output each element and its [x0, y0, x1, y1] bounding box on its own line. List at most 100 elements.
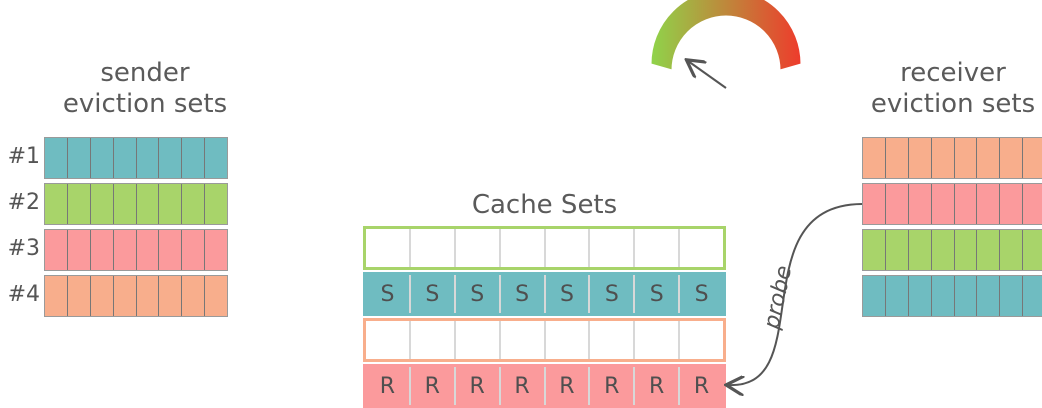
- receiver-title-line2: eviction sets: [870, 89, 1036, 119]
- receiver-set-cell: [909, 276, 932, 316]
- receiver-set-cell: [955, 184, 978, 224]
- receiver-eviction-set-3: [862, 229, 1042, 271]
- receiver-set-cell: [863, 184, 886, 224]
- sender-set-cell: [137, 276, 160, 316]
- sender-set-cell: [45, 230, 68, 270]
- receiver-set-cell: [932, 230, 955, 270]
- sender-set-cell: [91, 276, 114, 316]
- receiver-set-cell: [886, 276, 909, 316]
- cache-cell: S: [501, 275, 546, 313]
- cache-cell: [411, 229, 456, 267]
- receiver-title-line1: receiver: [900, 58, 1006, 88]
- cache-cell: [635, 321, 681, 359]
- receiver-set-cell: [1000, 230, 1024, 270]
- cache-cell: [635, 229, 681, 267]
- sender-eviction-set-4: [44, 275, 228, 317]
- receiver-set-cell: [886, 138, 909, 178]
- sender-set-cell: [114, 276, 137, 316]
- sender-set-cell: [159, 138, 183, 178]
- cache-cell: S: [411, 275, 456, 313]
- receiver-eviction-set-1: [862, 137, 1042, 179]
- receiver-set-cell: [886, 230, 909, 270]
- cache-cell: S: [694, 281, 709, 307]
- sender-set-cell: [91, 138, 114, 178]
- receiver-set-cell: [932, 276, 955, 316]
- receiver-set-cell: [977, 230, 1001, 270]
- cache-cell: R: [635, 367, 681, 405]
- cache-cell: R: [501, 367, 546, 405]
- receiver-set-cell: [909, 184, 932, 224]
- sender-set-cell: [137, 138, 160, 178]
- cache-cell: [366, 321, 411, 359]
- probe-label: probe: [759, 263, 797, 332]
- sender-set-cell: [159, 276, 183, 316]
- sender-set-cell: [114, 138, 137, 178]
- sender-set-cell: [182, 230, 206, 270]
- cache-cell: [411, 321, 456, 359]
- receiver-set-cell: [977, 184, 1001, 224]
- speed-gauge-icon: [650, 0, 802, 89]
- sender-set-cell: [182, 138, 206, 178]
- cache-cell: [456, 229, 501, 267]
- sender-label-2: #2: [7, 190, 40, 215]
- cache-cell: [590, 229, 636, 267]
- cache-cell: [546, 321, 591, 359]
- sender-title: sender eviction sets: [40, 58, 250, 120]
- receiver-set-cell: [932, 184, 955, 224]
- cache-cell: [501, 229, 546, 267]
- sender-label-3: #3: [7, 236, 40, 261]
- sender-title-line2: eviction sets: [62, 89, 228, 119]
- sender-label-4: #4: [7, 282, 40, 307]
- sender-set-cell: [91, 184, 114, 224]
- receiver-set-cell: [977, 138, 1001, 178]
- receiver-set-cell: [955, 138, 978, 178]
- receiver-set-cell: [1000, 138, 1024, 178]
- cache-cell: R: [590, 367, 636, 405]
- receiver-title: receiver eviction sets: [848, 58, 1042, 120]
- sender-set-cell: [114, 184, 137, 224]
- sender-set-cell: [137, 230, 160, 270]
- cache-cell: R: [546, 367, 591, 405]
- sender-set-cell: [159, 230, 183, 270]
- sender-set-cell: [159, 184, 183, 224]
- receiver-set-cell: [1000, 276, 1024, 316]
- sender-set-cell: [68, 276, 91, 316]
- sender-set-cell: [45, 184, 68, 224]
- sender-set-cell: [45, 138, 68, 178]
- cache-cell: [366, 229, 411, 267]
- cache-cell: R: [456, 367, 501, 405]
- cache-cell: R: [411, 367, 456, 405]
- receiver-set-cell: [863, 276, 886, 316]
- receiver-set-cell: [955, 230, 978, 270]
- cache-cell: [456, 321, 501, 359]
- receiver-set-cell: [909, 230, 932, 270]
- sender-set-cell: [182, 184, 206, 224]
- probe-arrow: [728, 203, 863, 385]
- sender-set-cell: [137, 184, 160, 224]
- cache-cell: R: [693, 373, 710, 399]
- cache-cell: R: [366, 367, 411, 405]
- sender-set-cell: [45, 276, 68, 316]
- cache-cell: S: [590, 275, 636, 313]
- receiver-set-cell: [886, 184, 909, 224]
- sender-title-line1: sender: [100, 58, 190, 88]
- sender-set-cell: [68, 230, 91, 270]
- cache-cell: [501, 321, 546, 359]
- receiver-eviction-set-4: [862, 275, 1042, 317]
- cache-sets-title: Cache Sets: [471, 190, 618, 220]
- sender-label-1: #1: [7, 144, 40, 169]
- gauge-needle: [688, 61, 727, 89]
- cache-cell: S: [366, 275, 411, 313]
- receiver-set-cell: [1000, 184, 1024, 224]
- cache-cell: S: [635, 275, 681, 313]
- sender-eviction-set-3: [44, 229, 228, 271]
- sender-set-cell: [114, 230, 137, 270]
- cache-cell: S: [546, 275, 591, 313]
- receiver-set-cell: [909, 138, 932, 178]
- receiver-set-cell: [932, 138, 955, 178]
- receiver-set-cell: [863, 230, 886, 270]
- sender-eviction-set-1: [44, 137, 228, 179]
